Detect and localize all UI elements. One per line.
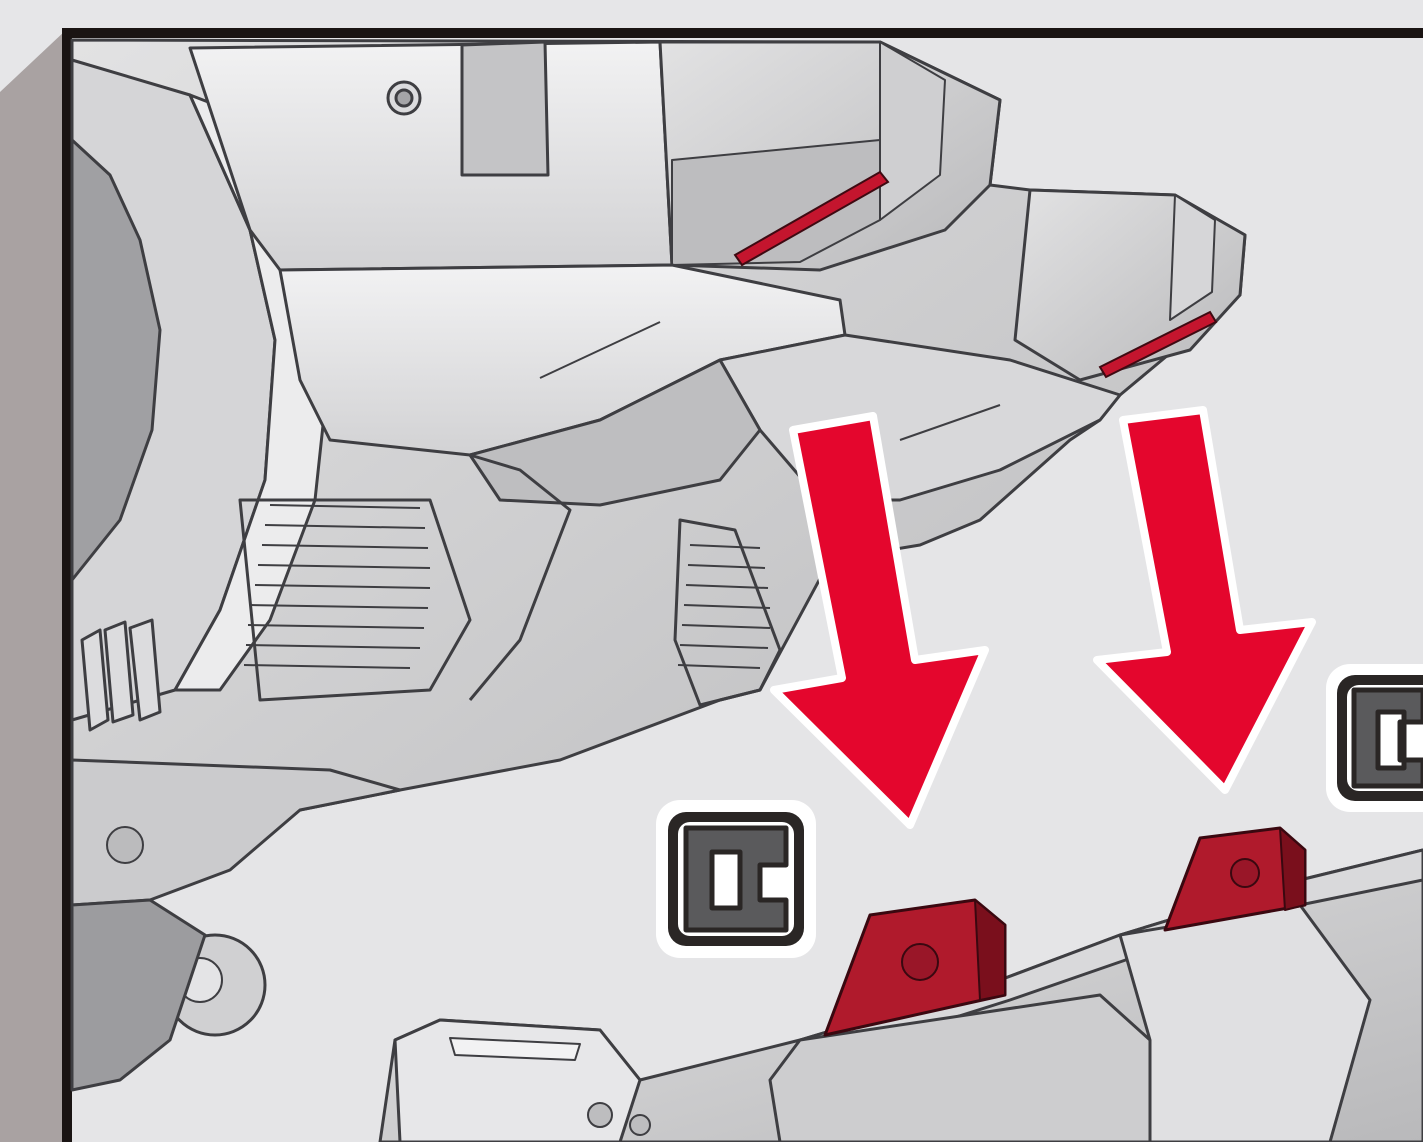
panel-side-face: [0, 30, 66, 1142]
top-housing: [190, 42, 672, 270]
runner-c-badge-left: C: [656, 800, 816, 958]
panel-top-border: [62, 28, 1423, 38]
runner-c-badge-right: C: [1326, 664, 1423, 812]
lower-left-pins: [82, 620, 160, 730]
